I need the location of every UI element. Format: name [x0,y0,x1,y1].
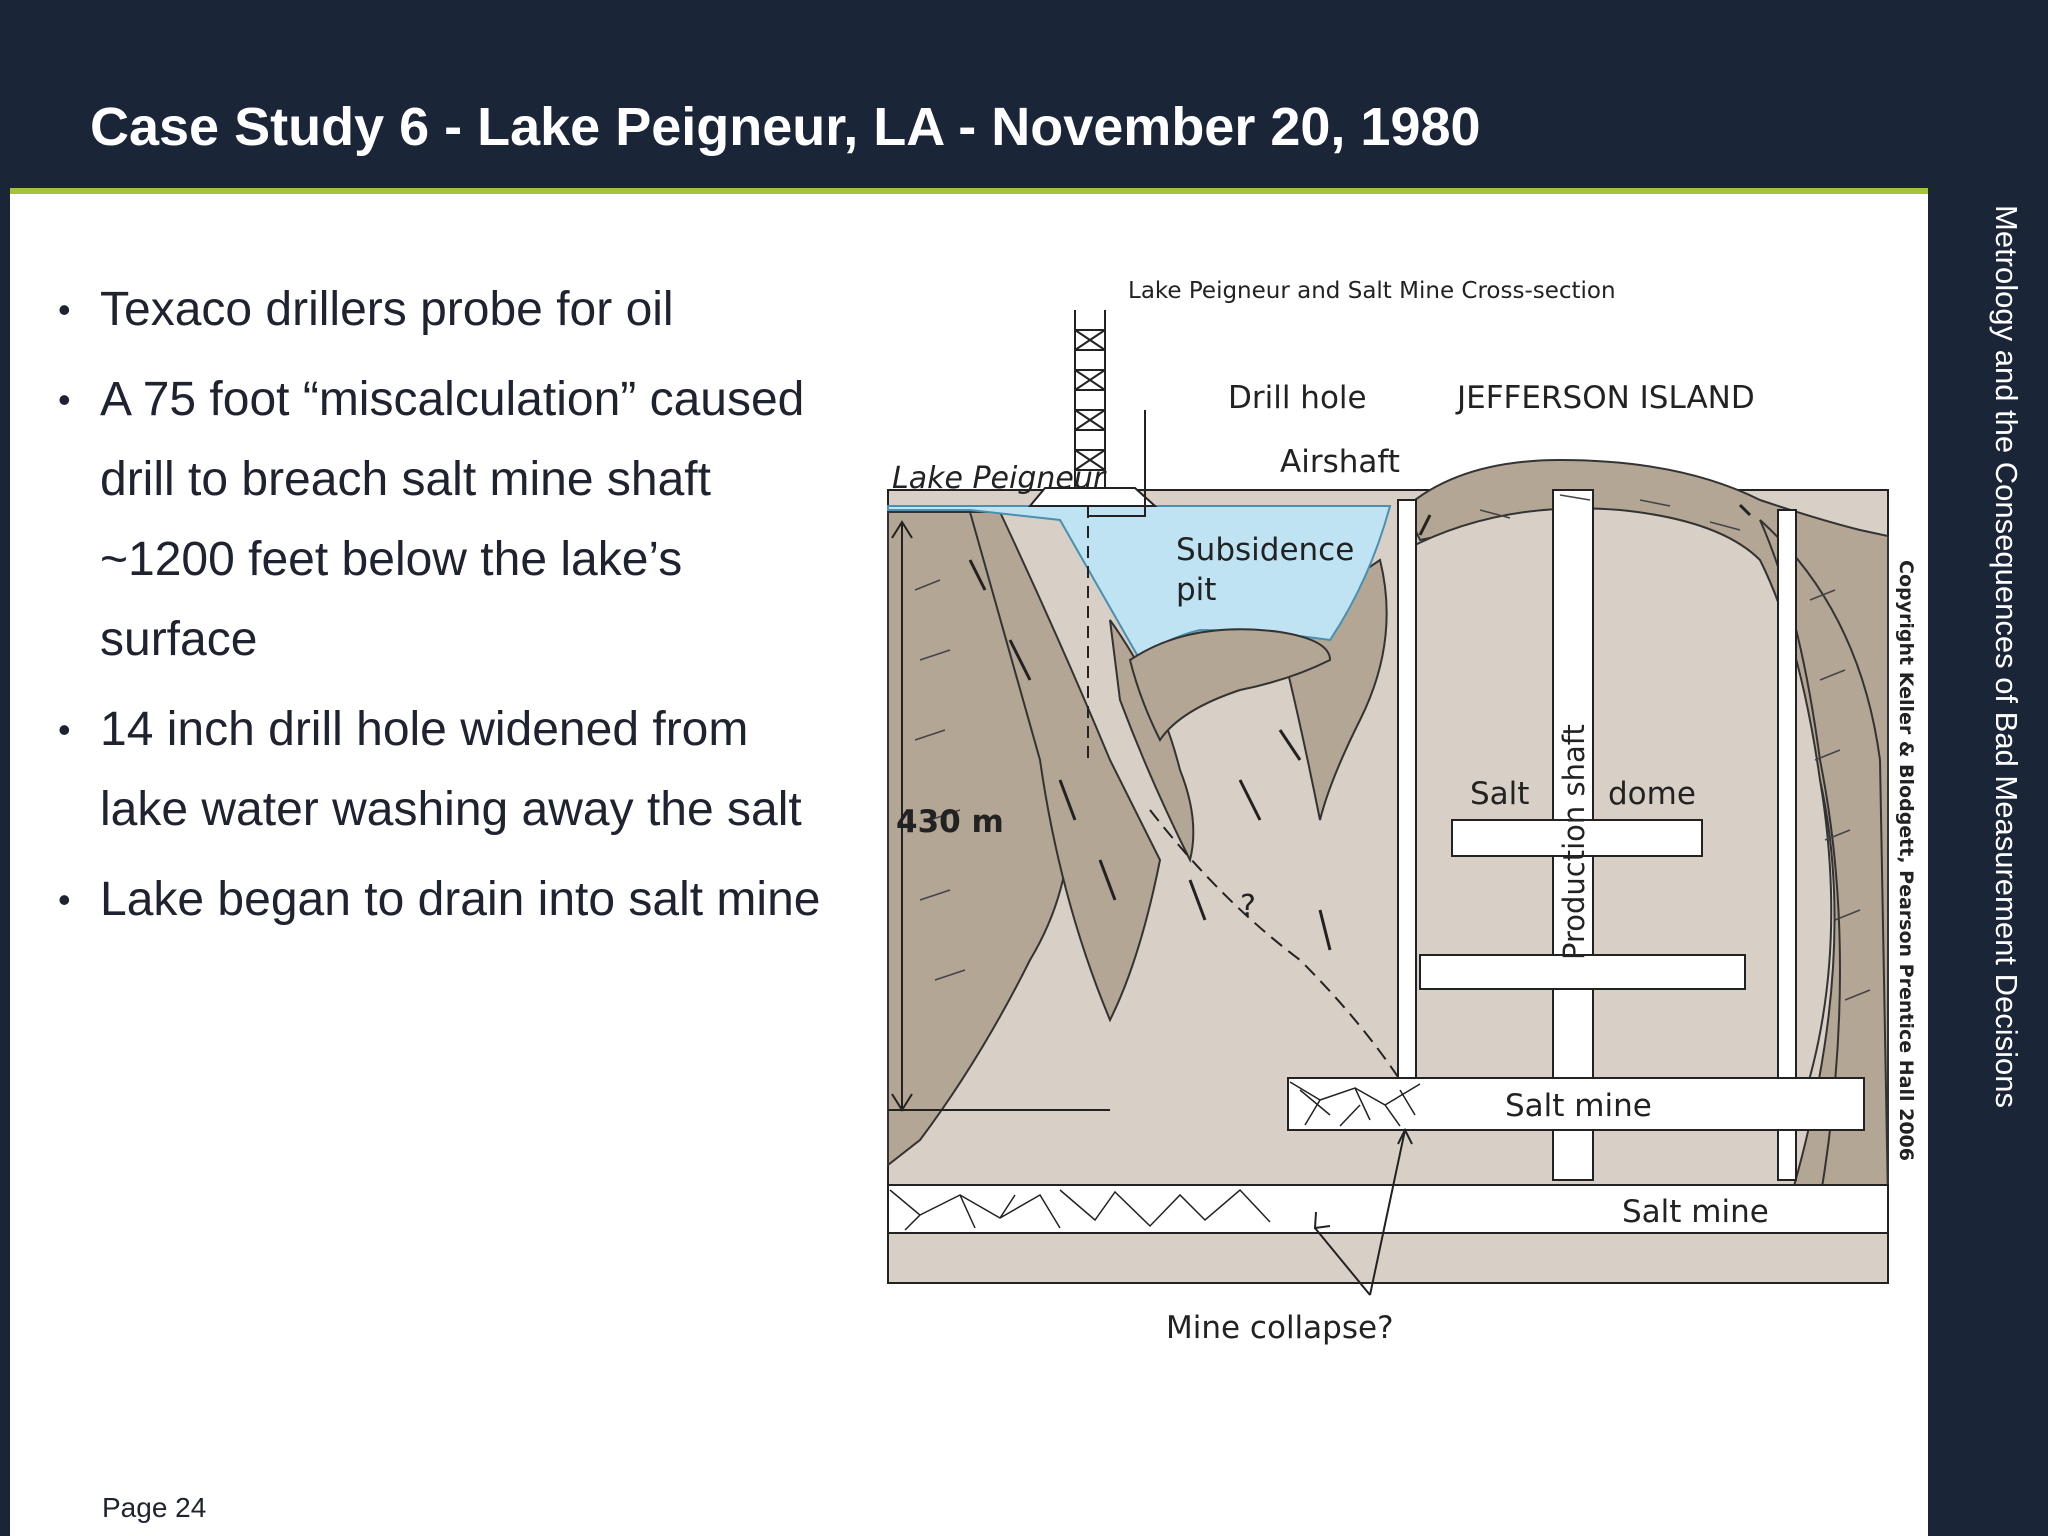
failure-path [1149,809,1401,1081]
page-number: Page 24 [102,1492,207,1523]
bullet-text: Lake began to drain into salt mine [100,873,821,926]
crosscut-middle [1419,954,1746,990]
bullet-item: • 14 inch drill hole widened from lake wa… [58,690,838,850]
airshaft [1397,499,1417,1101]
rubble-lower [889,1188,1271,1231]
label-salt-mine-upper: Salt mine [1505,1088,1652,1124]
label-drill-hole: Drill hole [1228,380,1367,416]
drill-derrick [1027,310,1158,507]
side-caption: Metrology and the Consequences of Bad Me… [1989,205,2024,1108]
depth-dimension [888,520,1110,1112]
label-airshaft: Airshaft [1280,444,1400,480]
cross-section-diagram: Lake Peigneur and Salt Mine Cross-sectio… [887,278,1917,1346]
label-question: ? [1240,889,1256,924]
bullet-text: A 75 foot “miscalculation” caused drill … [100,373,805,666]
bullet-glyph: • [58,289,71,330]
slide-title: Case Study 6 - Lake Peigneur, LA - Novem… [90,97,1481,157]
label-salt: Salt [1470,776,1529,812]
bullet-item: • Texaco drillers probe for oil [58,270,838,350]
bullet-glyph: • [58,709,71,750]
label-dome: dome [1608,776,1696,812]
label-copyright: Copyright Keller & Blodgett, Pearson Pre… [1895,560,1917,1161]
label-depth: 430 m [896,804,1004,840]
texture-strokes [914,494,1871,1001]
label-lake-peigneur: Lake Peigneur [892,461,1107,496]
bullet-text: Texaco drillers probe for oil [100,283,674,336]
label-jefferson-island: JEFFERSON ISLAND [1455,380,1755,416]
drill-hole-leader [1088,410,1146,517]
slip-arrows [968,503,1752,951]
rubble-upper [1289,1081,1421,1127]
title-bar [0,0,2048,188]
crosscut-upper [1451,819,1703,857]
label-subsidence: Subsidence [1176,532,1354,568]
collapse-arrows [1313,1127,1413,1296]
label-salt-mine-lower: Salt mine [1622,1194,1769,1230]
label-pit: pit [1176,572,1216,608]
lake-water [887,505,1392,662]
dome-right-flank [1759,519,1890,1201]
bullet-glyph: • [58,879,71,920]
bullet-glyph: • [58,379,71,420]
label-production-shaft: Production shaft [1557,724,1591,960]
pit-floor [1128,628,1332,742]
bullet-item: • A 75 foot “miscalculation” caused drill… [58,360,838,680]
bullet-list: • Texaco drillers probe for oil • A 75 foo… [58,270,838,950]
right-shaft [1777,509,1797,1181]
label-mine-collapse: Mine collapse? [1166,1310,1394,1346]
bullet-item: • Lake began to drain into salt mine [58,860,838,940]
bedrock-base [887,1232,1889,1284]
bullet-text: 14 inch drill hole widened from lake wat… [100,703,802,836]
accent-divider [10,188,1928,194]
diagram-title: Lake Peigneur and Salt Mine Cross-sectio… [1128,278,1616,304]
